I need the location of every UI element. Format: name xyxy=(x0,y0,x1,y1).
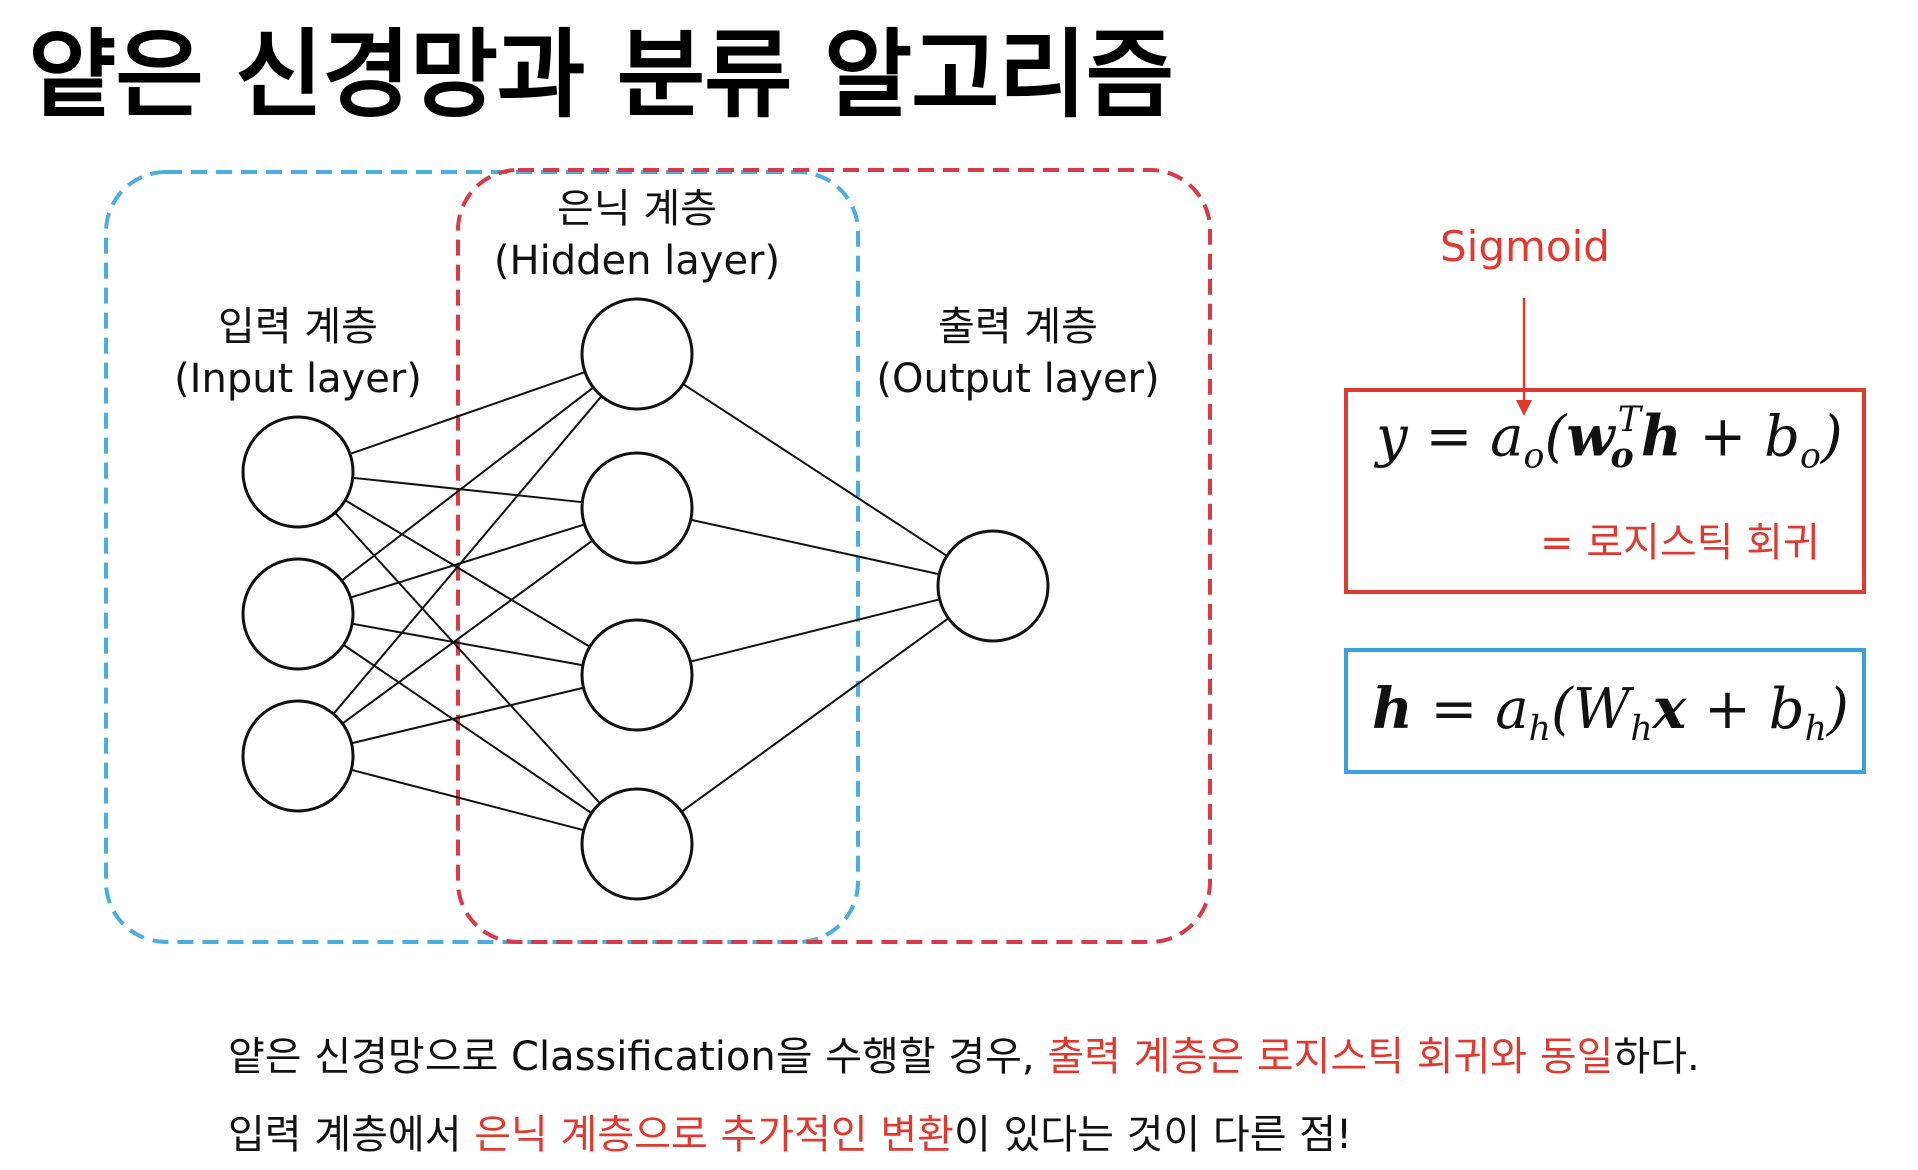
caption-line2-part-c: 이 있다는 것이 다른 점! xyxy=(953,1112,1353,1158)
logistic-regression-note: = 로지스틱 회귀 xyxy=(1540,520,1820,566)
input-hidden-edge xyxy=(351,686,584,745)
caption-line2-part-a: 입력 계층에서 xyxy=(228,1112,475,1158)
output-neuron xyxy=(936,529,1050,643)
hidden-output-edge xyxy=(690,598,940,663)
output-formula-box xyxy=(1344,388,1866,594)
output-layer-label-en: (Output layer) xyxy=(876,356,1159,402)
input-hidden-edge xyxy=(344,499,591,648)
hidden-layer-label-ko: 은닉 계층 xyxy=(557,186,717,232)
neurons xyxy=(241,297,1050,901)
input-hidden-edge xyxy=(341,539,594,725)
hidden-neuron xyxy=(580,451,694,565)
caption-line1-part-a: 얕은 신경망으로 Classification을 수행할 경우, xyxy=(228,1034,1048,1080)
connections xyxy=(332,371,950,832)
input-hidden-edge xyxy=(332,395,603,715)
hidden-neuron xyxy=(580,787,694,901)
input-layer-label-en: (Input layer) xyxy=(174,356,422,402)
hidden-layer-label-en: (Hidden layer) xyxy=(494,238,780,284)
red-dashed-region xyxy=(456,168,1212,944)
input-hidden-edge xyxy=(351,622,584,667)
input-hidden-edge xyxy=(342,644,593,814)
input-hidden-edge xyxy=(350,523,585,599)
input-neuron xyxy=(241,415,355,529)
input-hidden-edge xyxy=(350,768,585,832)
caption-line2-highlight: 은닉 계층으로 추가적인 변환 xyxy=(474,1112,954,1158)
input-neuron xyxy=(241,699,355,813)
input-neuron xyxy=(241,557,355,671)
page-title: 얕은 신경망과 분류 알고리즘 xyxy=(28,19,1174,131)
output-layer-label-ko: 출력 계층 xyxy=(938,304,1098,350)
hidden-output-edge xyxy=(682,383,948,557)
hidden-output-edge xyxy=(690,518,940,576)
sigmoid-arrow-head xyxy=(1516,400,1532,416)
input-hidden-edge xyxy=(352,476,583,504)
hidden-neuron xyxy=(580,618,694,732)
caption-line-2: 입력 계층에서 은닉 계층으로 추가적인 변환이 있다는 것이 다른 점! xyxy=(228,1102,1352,1160)
caption-line1-highlight: 출력 계층은 로지스틱 회귀와 동일 xyxy=(1047,1034,1614,1080)
input-hidden-edge xyxy=(341,386,594,582)
caption-line-1: 얕은 신경망으로 Classification을 수행할 경우, 출력 계층은 … xyxy=(228,1024,1700,1082)
hidden-formula-box xyxy=(1344,648,1866,774)
hidden-output-edge xyxy=(680,617,950,813)
hidden-formula: h = ah(Whx + bh) xyxy=(1372,676,1849,750)
input-hidden-edge xyxy=(349,371,586,455)
input-layer-label-ko: 입력 계층 xyxy=(218,304,378,350)
sigmoid-label: Sigmoid xyxy=(1440,222,1610,271)
caption-line1-part-c: 하다. xyxy=(1613,1034,1700,1080)
output-formula: y = ao(woTh + bo) xyxy=(1376,400,1843,477)
hidden-neuron xyxy=(580,297,694,411)
input-hidden-edge xyxy=(334,511,601,805)
